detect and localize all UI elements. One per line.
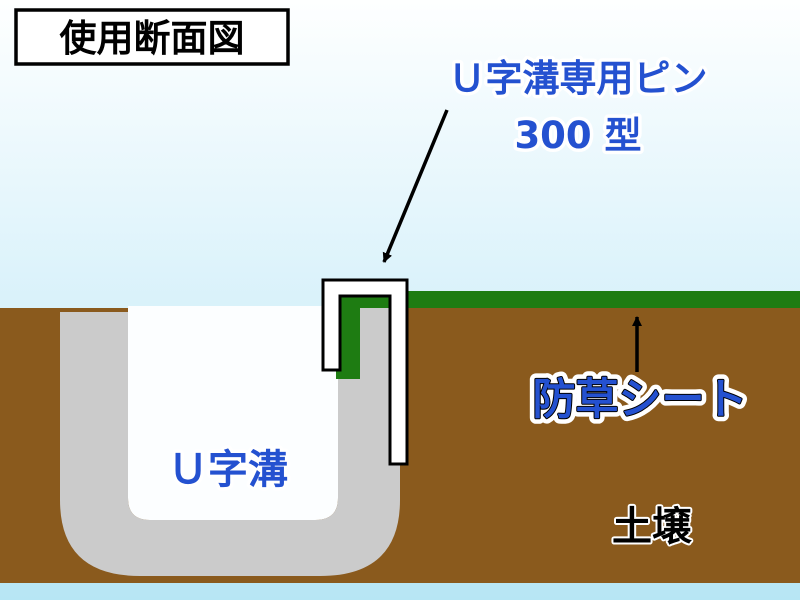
gutter-label: Ｕ字溝 — [168, 447, 288, 493]
diagram-title: 使用断面図 — [60, 17, 245, 60]
pin-label-line2: 300 型 — [514, 114, 641, 157]
gutter-pin — [321, 278, 409, 466]
u-gutter — [60, 290, 400, 576]
soil-label: 土壌 — [612, 504, 693, 550]
weed-sheet — [346, 291, 800, 308]
sheet-label-halo: 防草シート — [533, 375, 748, 425]
pin-label-line1: Ｕ字溝専用ピン — [449, 57, 708, 100]
gutter-cavity — [128, 306, 338, 520]
title-box — [14, 8, 290, 66]
sheet-label: 防草シート — [533, 375, 748, 425]
pin-pointer-arrow — [382, 109, 449, 263]
